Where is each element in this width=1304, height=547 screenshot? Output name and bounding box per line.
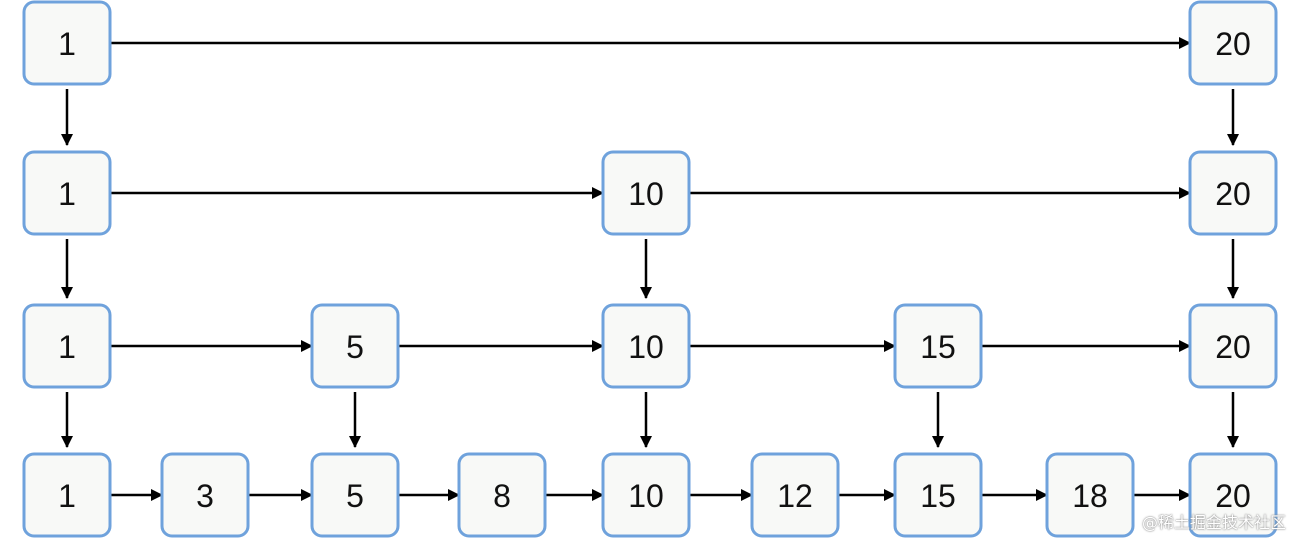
node-l4-5: 5 (310, 452, 400, 538)
node-l3-5: 5 (310, 303, 400, 389)
node-value: 20 (1215, 478, 1251, 514)
node-box (1188, 303, 1278, 389)
node-l4-12: 12 (750, 452, 840, 538)
node-value: 10 (628, 329, 664, 365)
node-value: 20 (1215, 176, 1251, 212)
node-l2-20: 20 (1188, 150, 1278, 236)
node-box (22, 303, 112, 389)
node-l4-3: 3 (160, 452, 250, 538)
node-l4-8: 8 (457, 452, 547, 538)
node-l2-1: 1 (22, 150, 112, 236)
node-value: 1 (58, 478, 76, 514)
node-value: 20 (1215, 26, 1251, 62)
node-l4-1: 1 (22, 452, 112, 538)
node-l1-20: 20 (1188, 0, 1278, 86)
node-box (1188, 452, 1278, 538)
node-box (1188, 150, 1278, 236)
node-box (310, 452, 400, 538)
node-box (160, 452, 250, 538)
node-box (601, 303, 691, 389)
watermark: @稀土掘金技术社区 (1141, 513, 1286, 532)
node-value: 15 (920, 478, 956, 514)
node-value: 8 (493, 478, 511, 514)
node-value: 1 (58, 26, 76, 62)
node-box (893, 452, 983, 538)
node-l4-15: 15 (893, 452, 983, 538)
node-l4-20: 20 (1188, 452, 1278, 538)
node-box (601, 452, 691, 538)
edges-layer (61, 37, 1239, 501)
node-box (22, 150, 112, 236)
node-box (1045, 452, 1135, 538)
node-value: 12 (777, 478, 813, 514)
node-value: 10 (628, 478, 664, 514)
node-box (22, 0, 112, 86)
node-box (750, 452, 840, 538)
node-box (310, 303, 400, 389)
node-box (22, 452, 112, 538)
node-value: 1 (58, 176, 76, 212)
node-value: 15 (920, 329, 956, 365)
node-value: 10 (628, 176, 664, 212)
node-value: 5 (346, 329, 364, 365)
node-box (457, 452, 547, 538)
node-box (601, 150, 691, 236)
node-value: 1 (58, 329, 76, 365)
node-value: 5 (346, 478, 364, 514)
node-l4-10: 10 (601, 452, 691, 538)
node-l3-10: 10 (601, 303, 691, 389)
node-l3-15: 15 (893, 303, 983, 389)
node-value: 20 (1215, 329, 1251, 365)
node-l2-10: 10 (601, 150, 691, 236)
node-box (1188, 0, 1278, 86)
node-l1-1: 1 (22, 0, 112, 86)
node-l3-20: 20 (1188, 303, 1278, 389)
node-l4-18: 18 (1045, 452, 1135, 538)
node-box (893, 303, 983, 389)
node-value: 3 (196, 478, 214, 514)
node-l3-1: 1 (22, 303, 112, 389)
node-value: 18 (1072, 478, 1108, 514)
